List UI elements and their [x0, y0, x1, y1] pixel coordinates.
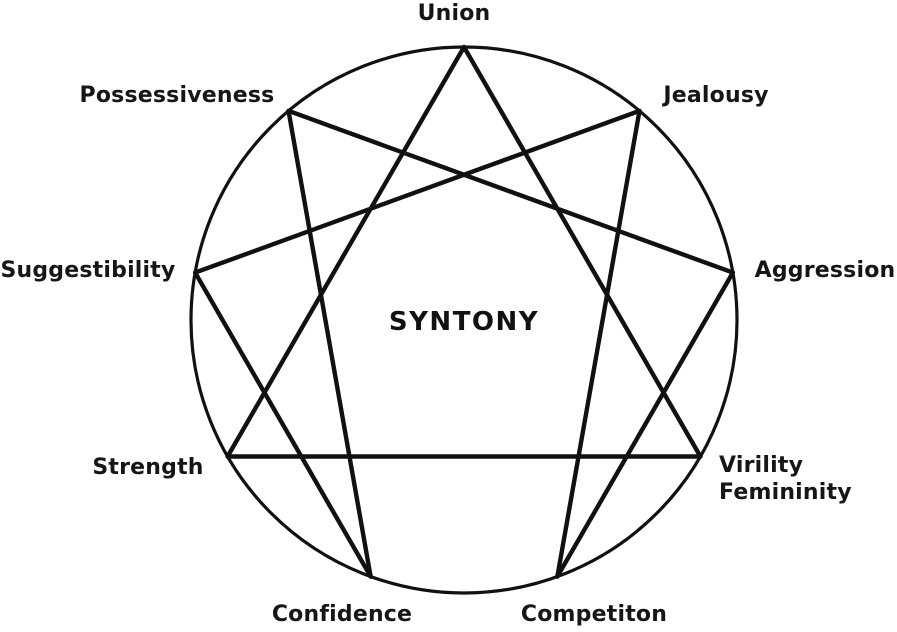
label-union: Union — [417, 1, 491, 26]
label-virility-femininity: Virility Femininity — [719, 453, 852, 505]
label-aggression: Aggression — [754, 258, 896, 283]
label-confidence: Confidence — [271, 602, 413, 627]
center-title: SYNTONY — [388, 307, 540, 337]
label-suggestibility: Suggestibility — [0, 258, 176, 283]
label-jealousy: Jealousy — [663, 83, 769, 108]
label-competiton: Competiton — [520, 602, 668, 627]
label-strength: Strength — [92, 455, 204, 480]
label-possessiveness: Possessiveness — [79, 83, 275, 108]
